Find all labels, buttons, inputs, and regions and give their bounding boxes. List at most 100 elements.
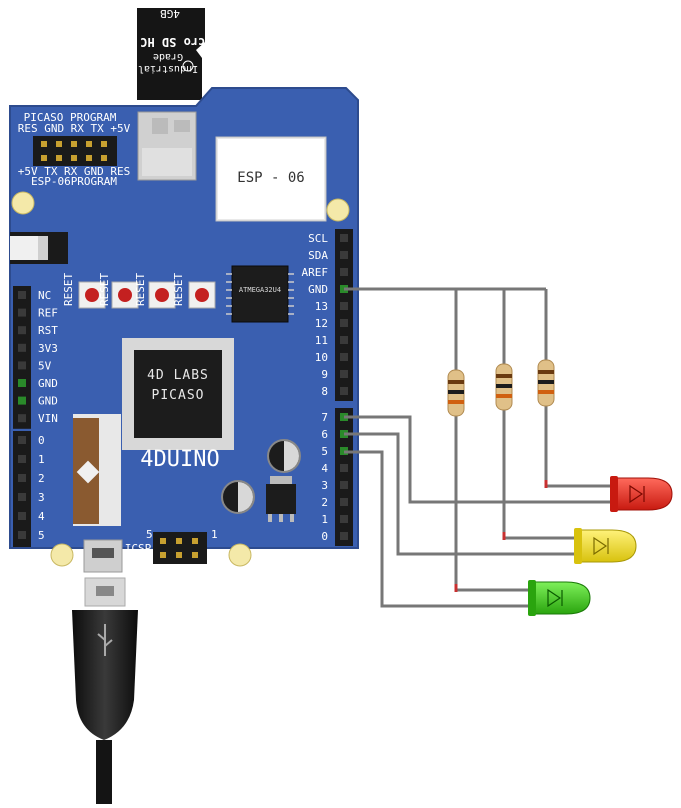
pin-hole (18, 531, 26, 539)
program-header-bottom-pins: +5V TX RX GND RES (18, 165, 131, 178)
reset-buttons: RESET RESET RESET RESET (62, 273, 216, 309)
reset-label-1: RESET (62, 273, 75, 306)
program-header: PICASO PROGRAM RES GND RX TX +5V +5V TX … (18, 111, 131, 188)
pin-hole (340, 515, 348, 523)
voltage-regulator (266, 476, 296, 522)
pin-label: VIN (38, 412, 58, 425)
pin-label: GND (308, 283, 328, 296)
pin-hole (18, 512, 26, 520)
pin-hole (18, 308, 26, 317)
pin-hole (18, 361, 26, 370)
pin-label: GND (38, 377, 58, 390)
pin-label: 8 (321, 385, 328, 398)
pin-label: GND (38, 395, 58, 408)
sd-logo-text: micro SD HC (140, 35, 219, 49)
micro-sd-card: Industrial Grade micro SD HC 4GB (137, 7, 220, 100)
pin-hole (340, 387, 348, 395)
pin-label: 1 (321, 513, 328, 526)
icsp-pin2: 2 (211, 556, 218, 569)
pin-hole (18, 291, 26, 299)
usb-cable (72, 577, 138, 804)
pin-hole (340, 532, 348, 540)
pin-label: 5 (38, 529, 45, 542)
pin-label: 1 (38, 453, 45, 466)
pin-label: 3 (38, 491, 45, 504)
4duino-board: PICASO PROGRAM RES GND RX TX +5V +5V TX … (9, 87, 359, 573)
pin-label: 13 (315, 300, 328, 313)
pin-hole (340, 498, 348, 506)
capacitors (221, 439, 301, 514)
pin-hole (340, 268, 348, 276)
sd-class-mark (182, 60, 194, 72)
picaso-line1: 4D LABS (147, 368, 209, 383)
pin-label: 2 (38, 472, 45, 485)
lead-tips (454, 480, 548, 592)
power-switch (10, 232, 68, 264)
pin-label: AREF (302, 266, 329, 279)
pin-hole (18, 396, 26, 405)
pin-label: 0 (38, 434, 45, 447)
atmega32u4-chip: ATMEGA32U4 (226, 265, 294, 323)
pin-hole (340, 464, 348, 472)
usb-symbol-icon (97, 624, 113, 656)
atmega-label: ATMEGA32U4 (239, 286, 281, 294)
left-header-body (13, 286, 31, 429)
pin-label: 9 (321, 368, 328, 381)
icsp-header: ICSP 5 6 1 2 (125, 528, 218, 569)
board-name: 4DUINO (140, 447, 219, 472)
program-header-title: PICASO PROGRAM (24, 111, 117, 124)
usb-port (83, 539, 123, 573)
pin-hole (340, 353, 348, 361)
pin-hole (18, 474, 26, 482)
pin-hole (340, 234, 348, 242)
pin-label: 4 (321, 462, 328, 475)
pin-label: 6 (321, 428, 328, 441)
picaso-chip: 4D LABS PICASO (122, 338, 234, 450)
pin-label: 10 (315, 351, 328, 364)
pin-label: SDA (308, 249, 328, 262)
mounting-holes (11, 191, 350, 567)
sd-industrial-text: Industrial (138, 63, 198, 74)
pin-hole (18, 379, 26, 387)
pin-hole (340, 481, 348, 489)
pin-hole (18, 414, 26, 423)
pin-label: 5 (321, 445, 328, 458)
icsp-label: ICSP (125, 542, 152, 555)
right-header-top-body (335, 229, 353, 401)
pin-label: 12 (315, 317, 328, 330)
sd-card-slot (137, 111, 197, 181)
pin-label: 3 (321, 479, 328, 492)
pin-label: 3V3 (38, 342, 58, 355)
green-led (528, 580, 591, 616)
red-led (610, 476, 673, 512)
pin-label: 2 (321, 496, 328, 509)
pin-hole (18, 326, 26, 335)
icsp-pin6: 6 (146, 556, 153, 569)
pin-hole (340, 336, 348, 344)
pin-label: 11 (315, 334, 328, 347)
pin-label: REF (38, 307, 58, 320)
lcd-connector (73, 414, 121, 526)
icsp-pin1: 1 (211, 528, 218, 541)
pin-label: 7 (321, 411, 328, 424)
sd-grade-text: Grade (153, 51, 183, 62)
pin-hole (340, 302, 348, 310)
reset-label-3: RESET (134, 273, 147, 306)
program-header-top-pins: RES GND RX TX +5V (18, 122, 131, 135)
picaso-line2: PICASO (152, 388, 205, 403)
pin-label: 5V (38, 359, 52, 372)
esp-06-label: ESP - 06 (237, 170, 304, 186)
pin-hole (18, 436, 26, 444)
right-header-bottom-body (335, 408, 353, 546)
pin-hole (18, 343, 26, 352)
analog-header-body (13, 431, 31, 547)
yellow-led (574, 528, 637, 564)
pin-hole (18, 455, 26, 463)
reset-label-2: RESET (98, 273, 111, 306)
resistor-3 (537, 359, 555, 407)
pin-label: SCL (308, 232, 328, 245)
